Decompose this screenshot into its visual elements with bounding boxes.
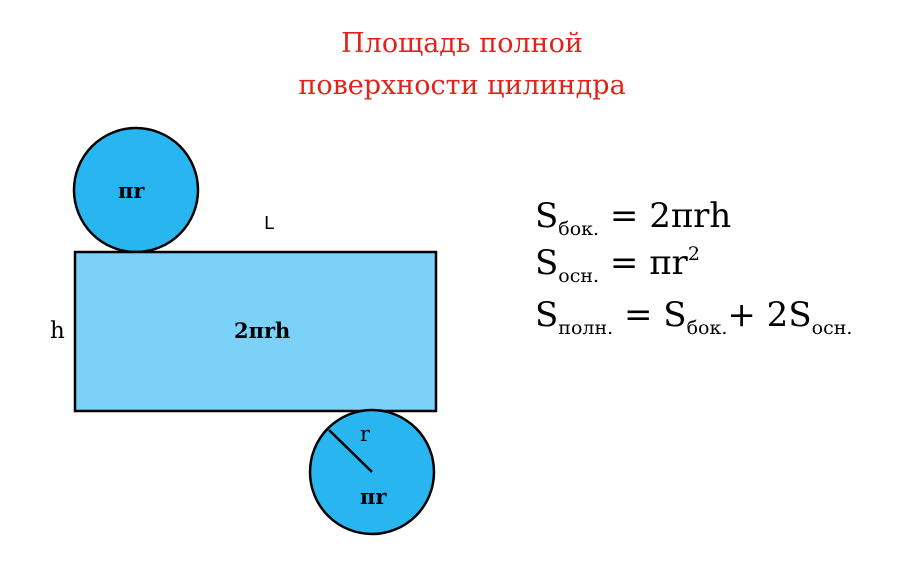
radius-label: r (360, 422, 371, 446)
formula-subscript: осн. (558, 265, 600, 287)
formula-subscript: осн. (811, 317, 853, 339)
bottom-circle-label: πr (360, 484, 387, 509)
formula-subscript: бок. (686, 317, 728, 339)
formula-symbol: S (535, 295, 559, 335)
formula-rhs-part: + 2S (727, 295, 812, 335)
formula-subscript: полн. (558, 317, 614, 339)
rect-area-label: 2πrh (234, 318, 291, 343)
formula-symbol: S (535, 196, 559, 236)
formula-rhs: = πr (609, 243, 688, 283)
formula-exponent: 2 (687, 243, 700, 265)
height-label: h (50, 318, 65, 344)
formula-lateral: Sбок. = 2πrh (535, 196, 731, 240)
title-line-1: Площадь полной (341, 28, 583, 59)
formula-total: Sполн. = Sбок.+ 2Sосн. (535, 295, 852, 339)
formula-base: Sосн. = πr2 (535, 243, 700, 287)
formula-symbol: S (535, 243, 559, 283)
formula-rhs-part: = S (624, 295, 687, 335)
formula-subscript: бок. (558, 218, 600, 240)
title-line-2: поверхности цилиндра (298, 70, 626, 101)
lateral-surface-rect (73, 250, 438, 413)
top-circle-label: πr (118, 178, 145, 203)
formula-rhs: = 2πrh (609, 196, 732, 236)
length-label: L (250, 210, 288, 238)
radius-line (328, 429, 373, 473)
